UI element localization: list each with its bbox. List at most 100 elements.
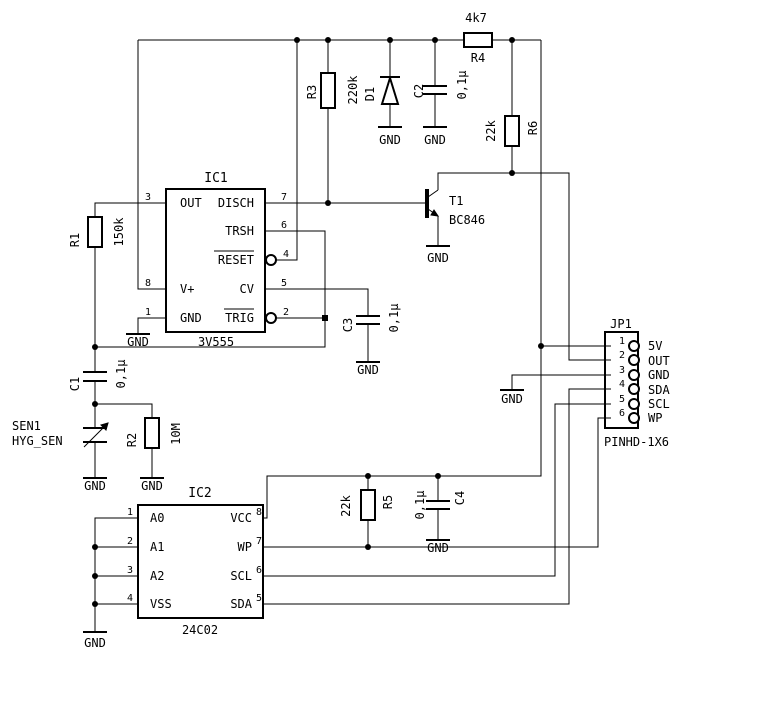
ic1-pin-number: 6 xyxy=(281,220,287,231)
gnd-label: GND xyxy=(84,636,106,650)
gnd-label: GND xyxy=(141,479,163,493)
ic2-pin-number: 7 xyxy=(256,536,262,547)
jp1-pin-number: 1 xyxy=(619,336,625,347)
gnd-label: GND xyxy=(501,392,523,406)
ic2-pin-label: SDA xyxy=(230,597,252,611)
junction xyxy=(92,573,98,579)
ic2-pin-number: 4 xyxy=(127,593,133,604)
r2-body xyxy=(144,417,160,449)
jp1-pin-number: 5 xyxy=(619,394,625,405)
wire-out3 xyxy=(94,202,166,372)
ic2-pin-label: A2 xyxy=(150,569,164,583)
wire-scl xyxy=(263,403,611,577)
ic2-part: 24C02 xyxy=(182,623,218,637)
wire-out xyxy=(437,172,611,361)
c1: C1 0,1µ xyxy=(68,360,128,392)
sen1-name: SEN1 xyxy=(12,419,41,433)
r6-value: 22k xyxy=(484,119,498,141)
t1-part: BC846 xyxy=(449,213,485,227)
jp1-pin-label: 5V xyxy=(648,339,662,353)
ic2-pin-label: SCL xyxy=(230,569,252,583)
r2: R2 10M xyxy=(125,417,183,449)
ic1-pin-number: 4 xyxy=(283,249,289,260)
r6: 22k R6 xyxy=(484,115,540,147)
ic1-pin-label: TRIG xyxy=(225,311,254,325)
ic1-pin-label: GND xyxy=(180,311,202,325)
sen1-part: HYG_SEN xyxy=(12,434,63,448)
ic1-pin-number: 1 xyxy=(145,307,151,318)
gnd-label: GND xyxy=(357,363,379,377)
ic2-pin-label: VSS xyxy=(150,597,172,611)
r3-name: R3 xyxy=(305,85,319,99)
c4-value: 0,1µ xyxy=(413,491,427,520)
ic1-pin-number: 5 xyxy=(281,278,287,289)
jp1-pin-number: 6 xyxy=(619,408,625,419)
wires xyxy=(94,39,611,632)
ic2-pin-number: 3 xyxy=(127,565,133,576)
ic1-trig-bubble xyxy=(265,312,277,324)
c3-name: C3 xyxy=(341,318,355,332)
wire-sda xyxy=(263,388,611,605)
gnd-label: GND xyxy=(424,133,446,147)
c4: 0,1µ C4 xyxy=(413,491,467,520)
ic2-body xyxy=(137,504,264,619)
junction xyxy=(435,473,441,479)
junction xyxy=(509,37,515,43)
wire-jp-gnd xyxy=(511,374,611,390)
gnd-label: GND xyxy=(427,541,449,555)
junction xyxy=(432,37,438,43)
r5-value: 22k xyxy=(339,494,353,516)
wire-reset xyxy=(277,40,298,261)
jp1-pin-label: SDA xyxy=(648,383,670,397)
ic1-pin-label: CV xyxy=(240,282,254,296)
junction xyxy=(365,473,371,479)
jp1-pin-1 xyxy=(628,340,640,352)
jp1-pin-number: 3 xyxy=(619,365,625,376)
t1: T1 BC846 xyxy=(425,189,485,227)
t1-collector xyxy=(427,189,439,198)
r4-value: 4k7 xyxy=(465,11,487,25)
jp1-pin-label: OUT xyxy=(648,354,670,368)
sen1: SEN1 HYG_SEN xyxy=(12,419,109,450)
wire-cv xyxy=(265,288,369,362)
sen1-arrowhead-icon xyxy=(100,422,109,431)
junction xyxy=(325,37,331,43)
ic1-pin-label: TRSH xyxy=(225,224,254,238)
ic1-pin-label: RESET xyxy=(218,253,254,267)
gnd-label: GND xyxy=(84,479,106,493)
ic1-pin-number: 3 xyxy=(145,192,151,203)
ic2-name: IC2 xyxy=(188,486,211,501)
r5: 22k R5 xyxy=(339,489,395,521)
t1-name: T1 xyxy=(449,194,463,208)
ic1-name: IC1 xyxy=(204,171,227,186)
r6-name: R6 xyxy=(526,121,540,135)
ic1-part: 3V555 xyxy=(198,335,234,349)
r3: R3 220k xyxy=(305,72,360,109)
wire-addr xyxy=(94,517,138,632)
junction xyxy=(509,170,515,176)
junction xyxy=(92,601,98,607)
ic1-pin-label: V+ xyxy=(180,282,194,296)
wire-c1 xyxy=(94,381,153,478)
c1-name: C1 xyxy=(68,377,82,391)
d1: D1 xyxy=(363,74,400,105)
jp1-pin-number: 2 xyxy=(619,350,625,361)
r5-body xyxy=(360,489,376,521)
r1: R1 150k xyxy=(68,216,126,248)
junction xyxy=(322,315,328,321)
junction xyxy=(92,344,98,350)
c2-value: 0,1µ xyxy=(455,71,469,100)
gnd-label: GND xyxy=(127,335,149,349)
ic1-pin-number: 7 xyxy=(281,192,287,203)
junction xyxy=(294,37,300,43)
t1-emitter-arrow-icon xyxy=(430,209,440,217)
ic2-pin-number: 8 xyxy=(256,507,262,518)
ic2: IC2 24C02 A0 1 A1 2 A2 3 VSS 4 VCC 8 WP … xyxy=(127,486,264,637)
ic2-pin-label: A1 xyxy=(150,540,164,554)
wire-right-rail xyxy=(263,40,611,519)
r1-body xyxy=(87,216,103,248)
jp1-pin-6 xyxy=(628,412,640,424)
jp1-name: JP1 xyxy=(610,317,632,331)
junction xyxy=(325,200,331,206)
wire-vplus xyxy=(137,40,166,290)
